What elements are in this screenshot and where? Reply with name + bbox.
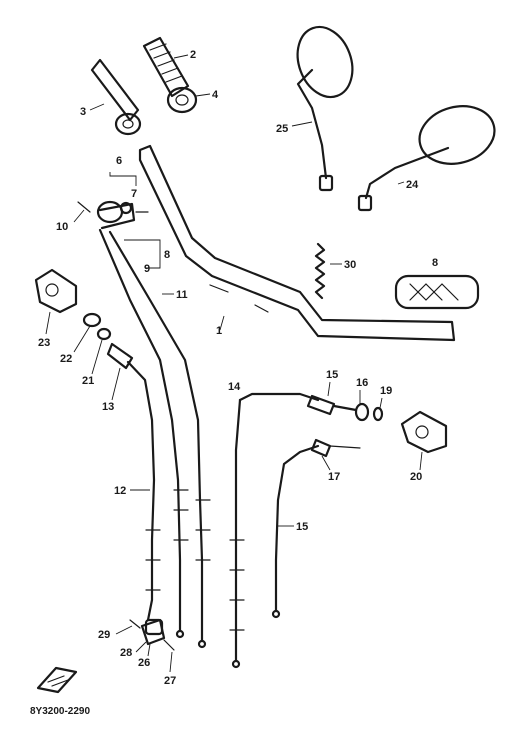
callout-labels: 2 3 4 25 24 6 7 10 8 9 30 8 11 1 23 22 2… [38, 49, 438, 687]
callout-29: 29 [98, 629, 110, 641]
callout-14: 14 [228, 381, 241, 393]
throttle-grip [90, 58, 142, 136]
right-switch [400, 410, 448, 454]
callout-20: 20 [410, 471, 422, 483]
bottom-bracket [129, 618, 175, 651]
callout-7: 7 [131, 188, 137, 200]
callout-11: 11 [176, 289, 188, 301]
callout-3: 3 [80, 106, 86, 118]
left-mirror [296, 25, 354, 192]
callout-22: 22 [60, 353, 72, 365]
callout-6: 6 [116, 155, 122, 167]
callout-27: 27 [164, 675, 176, 687]
grip-collar [166, 86, 198, 114]
spring [314, 242, 326, 300]
callout-1: 1 [216, 325, 222, 337]
document-code: 8Y3200-2290 [30, 706, 90, 717]
callout-28: 28 [120, 647, 132, 659]
callout-23: 23 [38, 337, 50, 349]
callout-24: 24 [406, 179, 419, 191]
callout-15: 15 [326, 369, 338, 381]
callout-19: 19 [380, 385, 392, 397]
callout-17: 17 [328, 471, 340, 483]
callout-8: 8 [432, 257, 438, 269]
book-icon [36, 666, 78, 694]
cable-15 [271, 438, 361, 619]
callout-30: 30 [344, 259, 356, 271]
throttle-cables [98, 228, 211, 649]
cable-fittings [306, 394, 384, 422]
handlebar [138, 144, 456, 342]
callout-16: 16 [356, 377, 368, 389]
brake-cable-14 [229, 392, 320, 669]
callout-25: 25 [276, 123, 288, 135]
callout-15: 15 [296, 521, 308, 533]
callout-8: 8 [164, 249, 170, 261]
left-switch [34, 268, 78, 314]
right-mirror [357, 105, 496, 212]
callout-13: 13 [102, 401, 114, 413]
callout-10: 10 [56, 221, 68, 233]
callout-2: 2 [190, 49, 196, 61]
lever-holder [77, 200, 149, 230]
grip-rubber [142, 36, 190, 98]
clutch-cable [126, 360, 164, 636]
callout-26: 26 [138, 657, 150, 669]
callout-21: 21 [82, 375, 94, 387]
callout-12: 12 [114, 485, 126, 497]
right-grip [394, 274, 480, 310]
clamp-parts [82, 312, 134, 370]
callout-4: 4 [212, 89, 219, 101]
callout-9: 9 [144, 263, 150, 275]
